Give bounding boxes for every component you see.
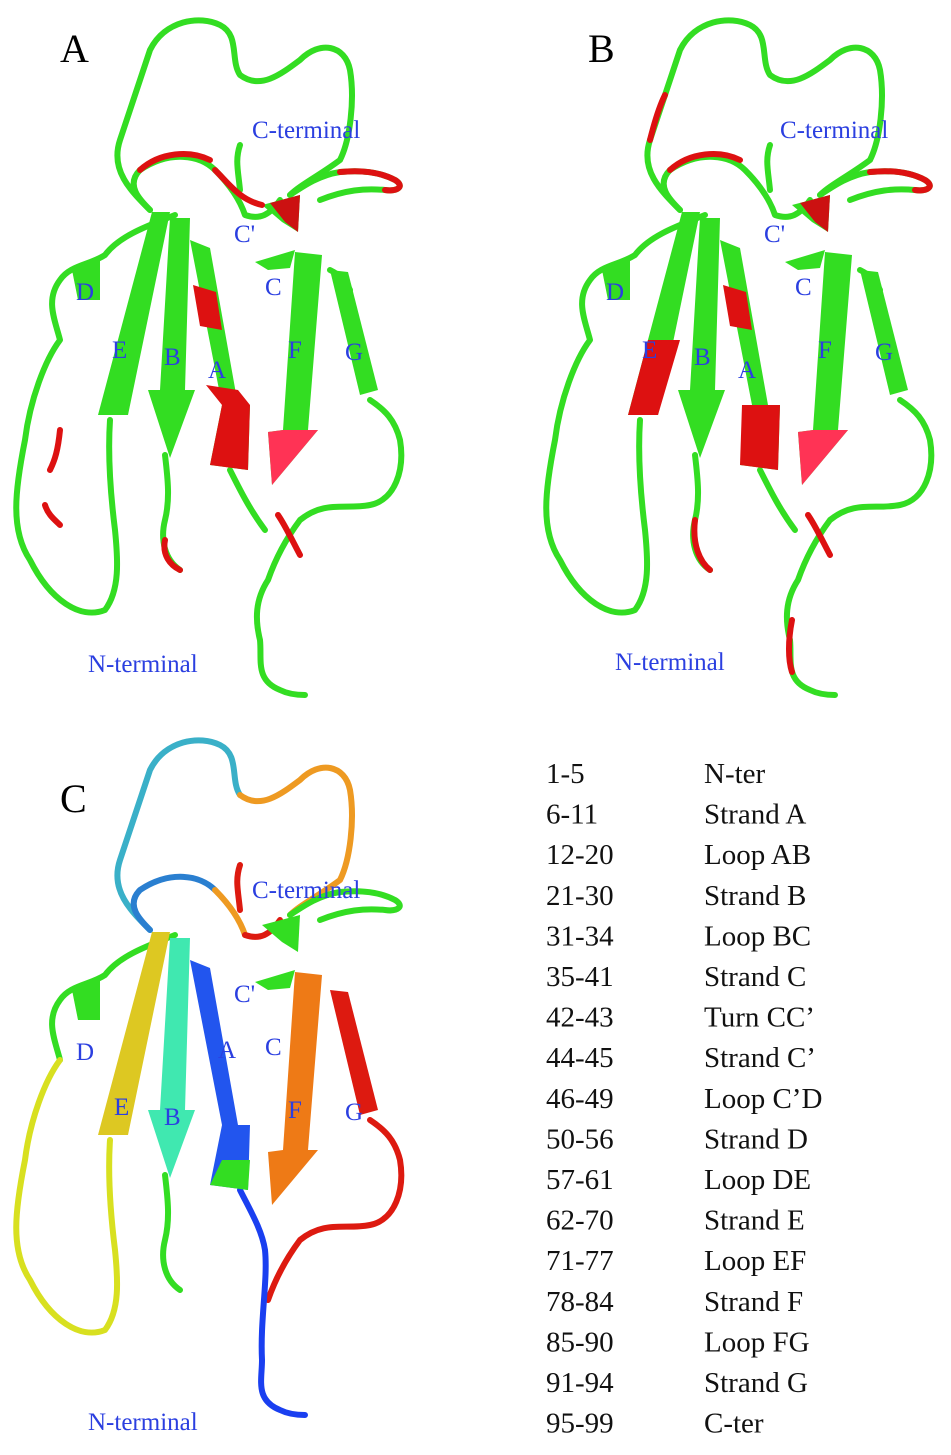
legend-range: 31-34 [546, 920, 614, 952]
legend-region: Strand B [704, 880, 806, 912]
strand-a [190, 960, 250, 1190]
strand-label-a: A [208, 357, 226, 384]
panel-b: B C-terminal N-terminal C' C D E B A F G [546, 20, 931, 695]
legend-region: Strand A [704, 799, 806, 831]
legend-region: Loop FG [704, 1326, 810, 1358]
highlight-loop-cc [212, 167, 265, 208]
legend-region: N-ter [704, 758, 766, 790]
legend-range: 50-56 [546, 1123, 614, 1155]
strand-label-c: C [265, 1034, 282, 1061]
legend-range: 62-70 [546, 1205, 614, 1237]
highlight-cprime [270, 195, 300, 232]
strand-label-c: C [265, 274, 282, 301]
strand-e [98, 932, 170, 1135]
c-terminal-label: C-terminal [252, 877, 360, 904]
legend-range: 46-49 [546, 1083, 614, 1115]
legend-range: 85-90 [546, 1326, 614, 1358]
legend-range: 57-61 [546, 1164, 614, 1196]
panel-label-b: B [588, 26, 615, 71]
strand-label-b: B [164, 1104, 181, 1131]
legend-region: C-ter [704, 1408, 764, 1440]
strand-g [330, 990, 378, 1115]
highlight-strand-a-lower [740, 405, 780, 470]
highlight-strand-e [628, 340, 680, 415]
highlight-strand-a [193, 285, 222, 330]
highlight-cprime [800, 195, 830, 232]
highlight-loop-left [42, 427, 63, 528]
highlight-strand-a [723, 285, 752, 330]
strand-f [268, 972, 322, 1205]
strand-label-e: E [114, 1094, 129, 1121]
highlight-loop-bottom [161, 512, 303, 573]
strand-label-a: A [218, 1037, 236, 1064]
legend-region: Strand C [704, 961, 806, 993]
legend-region: Loop C’D [704, 1083, 822, 1115]
highlight-loop-top [647, 92, 743, 173]
n-terminal-label: N-terminal [88, 1409, 198, 1436]
strand-label-d: D [606, 279, 624, 306]
strand-d [72, 975, 100, 1020]
highlight-strand-f [268, 430, 318, 485]
highlight-strand-a-lower [206, 385, 250, 470]
strand-label-cprime: C' [234, 221, 255, 248]
strand-label-e: E [642, 337, 657, 364]
strand-label-d: D [76, 1039, 94, 1066]
highlight-loop-bottom [691, 512, 833, 675]
strand-a-head [210, 1160, 250, 1190]
legend-region: Loop BC [704, 920, 811, 952]
strand-label-e: E [112, 337, 127, 364]
highlight-loop-c [867, 168, 933, 194]
panel-c: C C-terminal N-terminal C' C D E B A F G [13, 737, 405, 1436]
legend-range: 95-99 [546, 1408, 614, 1440]
strand-cprime [262, 915, 300, 952]
legend-region: Strand D [704, 1123, 808, 1155]
strand-label-f: F [288, 1097, 302, 1124]
strand-label-cprime: C' [234, 981, 255, 1008]
legend-region: Loop EF [704, 1245, 806, 1277]
strand-label-g: G [345, 1099, 363, 1126]
legend-range: 71-77 [546, 1245, 614, 1277]
strand-label-f: F [288, 337, 302, 364]
strand-label-a: A [738, 357, 756, 384]
strand-label-b: B [694, 344, 711, 371]
legend-region: Strand F [704, 1286, 803, 1318]
strand-label-c: C [795, 274, 812, 301]
highlight-strand-f [798, 430, 848, 485]
legend-range: 12-20 [546, 839, 614, 871]
strand-label-g: G [875, 339, 893, 366]
c-terminal-label: C-terminal [780, 117, 888, 144]
n-terminal-label: N-terminal [88, 651, 198, 678]
strand-label-d: D [76, 279, 94, 306]
panel-label-c: C [60, 776, 87, 821]
legend-region: Strand E [704, 1205, 805, 1237]
highlight-loop-top [137, 151, 213, 173]
strand-label-f: F [818, 337, 832, 364]
c-terminal-label: C-terminal [252, 117, 360, 144]
legend-range: 21-30 [546, 880, 614, 912]
strand-label-g: G [345, 339, 363, 366]
legend-region: Loop AB [704, 839, 811, 871]
strand-b [148, 938, 195, 1178]
legend-region: Strand G [704, 1367, 808, 1399]
legend-range: 42-43 [546, 1002, 614, 1034]
strand-c [255, 970, 295, 990]
strand-label-cprime: C' [764, 221, 785, 248]
legend-range: 1-5 [546, 758, 585, 790]
n-terminal-label: N-terminal [615, 649, 725, 676]
highlight-loop-c [337, 168, 403, 194]
legend-range: 91-94 [546, 1367, 614, 1399]
legend-region: Loop DE [704, 1164, 811, 1196]
legend-region: Strand C’ [704, 1042, 816, 1074]
legend-region: Turn CC’ [704, 1002, 815, 1034]
legend-range: 35-41 [546, 961, 614, 993]
strand-label-b: B [164, 344, 181, 371]
legend-range: 6-11 [546, 799, 598, 831]
legend-range: 44-45 [546, 1042, 614, 1074]
panel-a: A C-terminal N-terminal C' C D E B A F G [16, 20, 401, 695]
legend-range: 78-84 [546, 1286, 614, 1318]
panel-label-a: A [60, 26, 89, 71]
